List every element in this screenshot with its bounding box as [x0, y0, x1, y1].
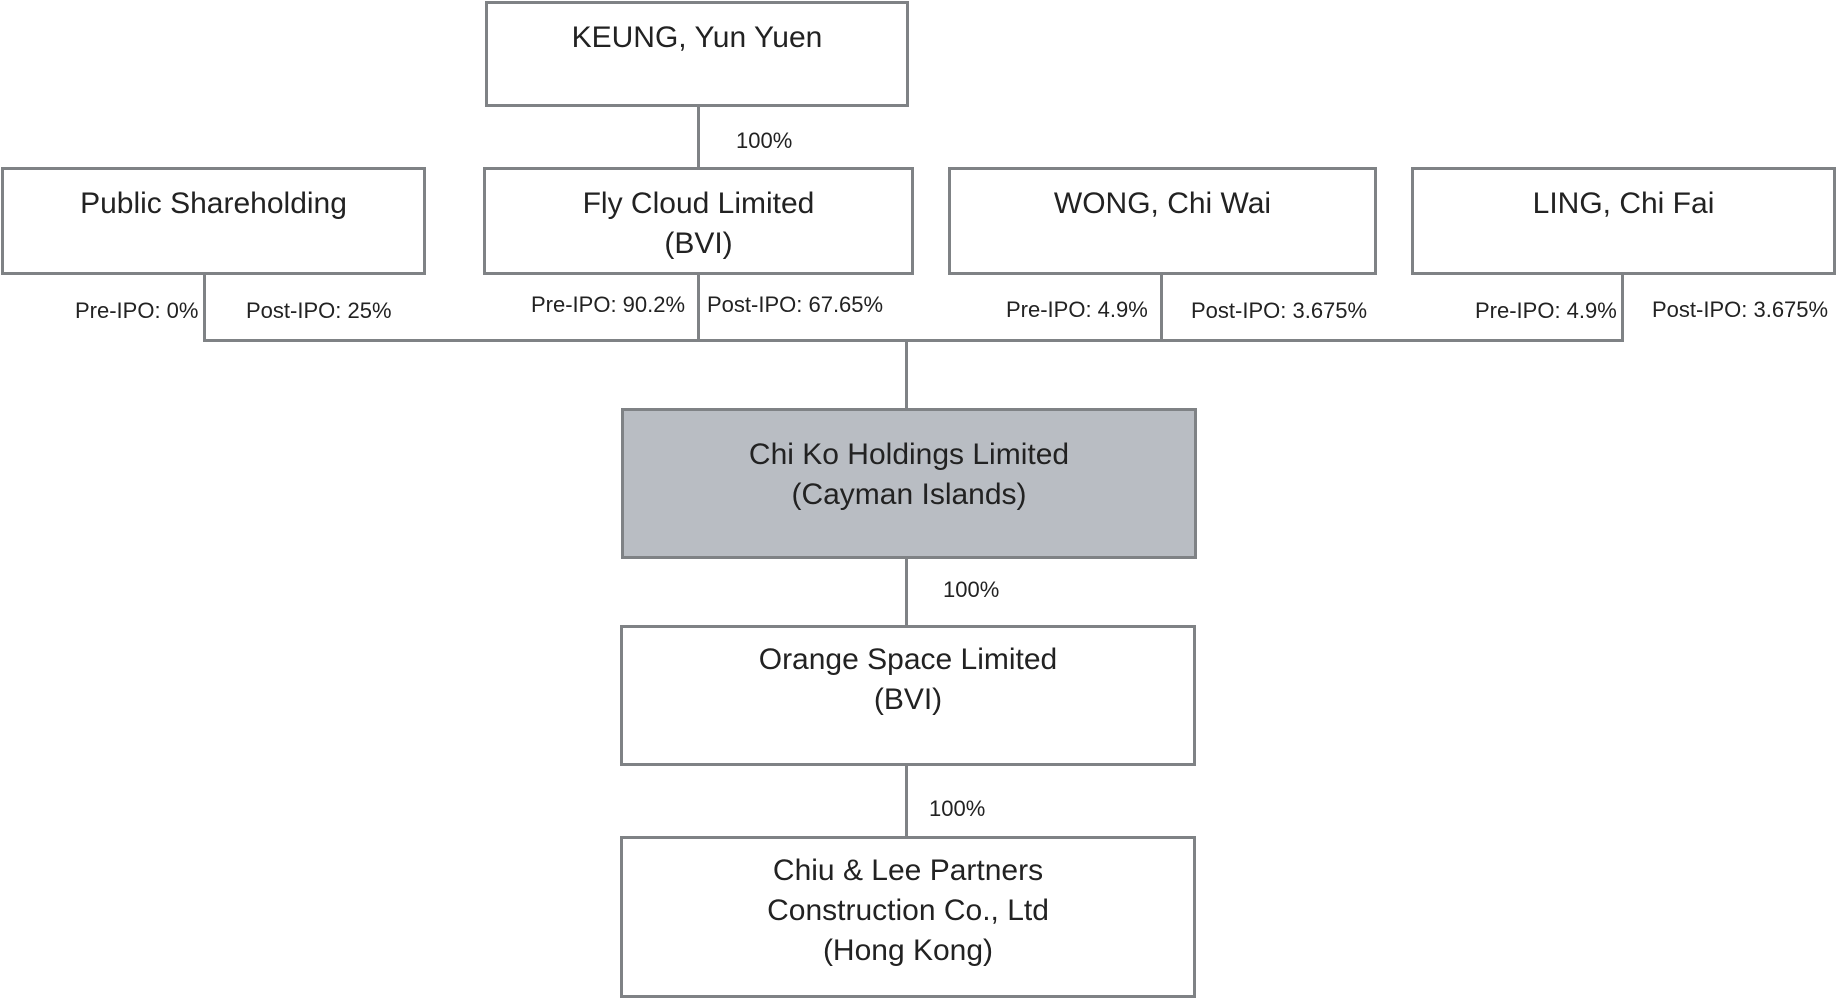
connector-orange-chiulee: [905, 764, 908, 839]
entity-jurisdiction: (Hong Kong): [822, 934, 994, 967]
entity-name: KEUNG, Yun Yuen: [571, 21, 823, 54]
entity-box-wong-chi-wai: WONG, Chi Wai: [948, 167, 1377, 275]
connector-chiko-orange: [905, 557, 908, 627]
connector-ling-down: [1621, 273, 1624, 342]
entity-name: Chi Ko Holdings Limited: [748, 438, 1070, 471]
entity-box-fly-cloud-limited: Fly Cloud Limited (BVI): [483, 167, 914, 275]
connector-wong-down: [1160, 273, 1163, 342]
ownership-label-wong-post-ipo: Post-IPO: 3.675%: [1191, 298, 1368, 323]
connector-keung-flycloud: [697, 105, 700, 169]
ownership-label-flycloud-post-ipo: Post-IPO: 67.65%: [707, 292, 884, 317]
entity-box-keung-yun-yuen: KEUNG, Yun Yuen: [485, 1, 909, 107]
ownership-label-flycloud-pre-ipo: Pre-IPO: 90.2%: [531, 292, 686, 317]
entity-name: LING, Chi Fai: [1532, 187, 1715, 220]
entity-name: Public Shareholding: [80, 187, 347, 220]
entity-jurisdiction: (Cayman Islands): [791, 478, 1027, 511]
connector-bus-chiko: [905, 339, 908, 409]
connector-public-down: [203, 273, 206, 342]
ownership-label-public-post-ipo: Post-IPO: 25%: [246, 298, 392, 323]
ownership-label-wong-pre-ipo: Pre-IPO: 4.9%: [1006, 297, 1148, 322]
ownership-label-orange-chiulee: 100%: [929, 796, 986, 821]
entity-name: Orange Space Limited: [758, 643, 1058, 676]
ownership-label-ling-post-ipo: Post-IPO: 3.675%: [1652, 297, 1829, 322]
connector-horizontal-bus: [203, 339, 1624, 342]
entity-jurisdiction: (BVI): [664, 227, 733, 260]
entity-name: WONG, Chi Wai: [1053, 187, 1272, 220]
entity-name: Fly Cloud Limited: [582, 187, 815, 220]
connector-flycloud-down: [697, 273, 700, 342]
ownership-label-keung-flycloud: 100%: [736, 128, 793, 153]
ownership-label-public-pre-ipo: Pre-IPO: 0%: [75, 298, 199, 323]
ownership-label-ling-pre-ipo: Pre-IPO: 4.9%: [1475, 298, 1617, 323]
entity-box-ling-chi-fai: LING, Chi Fai: [1411, 167, 1836, 275]
entity-jurisdiction: (BVI): [873, 683, 943, 716]
entity-name-continued: Construction Co., Ltd: [767, 894, 1049, 927]
entity-box-chi-ko-holdings: Chi Ko Holdings Limited (Cayman Islands): [621, 408, 1197, 559]
entity-name: Chiu & Lee Partners: [772, 854, 1044, 887]
entity-box-chiu-lee-partners: Chiu & Lee Partners Construction Co., Lt…: [620, 836, 1196, 998]
entity-box-orange-space-limited: Orange Space Limited (BVI): [620, 625, 1196, 766]
entity-box-public-shareholding: Public Shareholding: [1, 167, 426, 275]
ownership-label-chiko-orange: 100%: [943, 577, 1000, 602]
